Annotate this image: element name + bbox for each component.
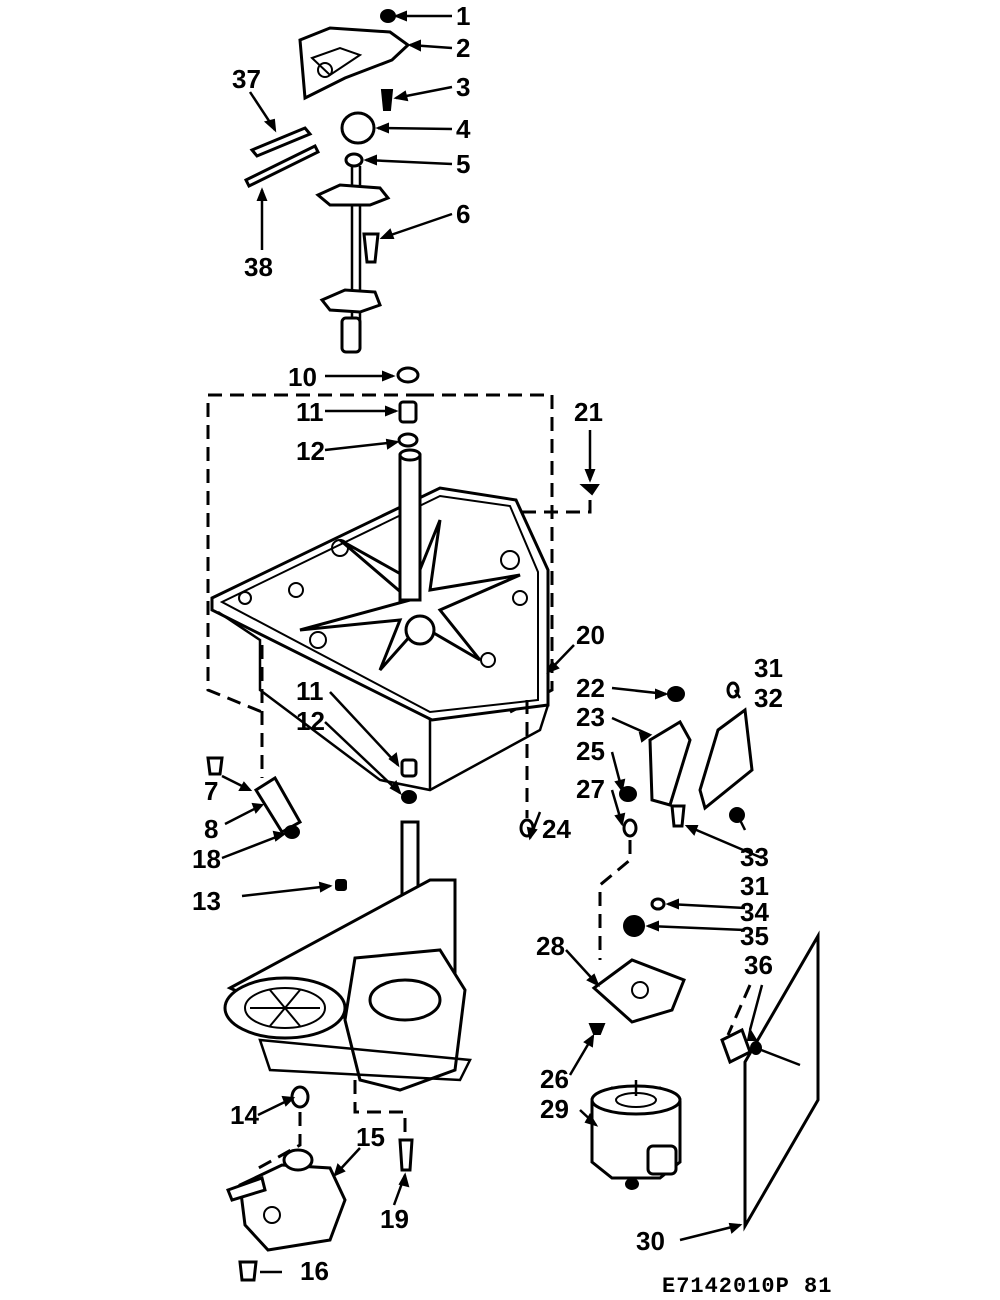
label-33: 33 bbox=[740, 842, 769, 872]
transmission-assembly bbox=[223, 820, 472, 1282]
part-28-motor-plate bbox=[591, 958, 686, 1024]
part-16-screw bbox=[238, 1260, 258, 1282]
label-14: 14 bbox=[230, 1100, 259, 1130]
label-30: 30 bbox=[636, 1226, 665, 1256]
label-3: 3 bbox=[456, 72, 470, 102]
label-21: 21 bbox=[574, 397, 603, 427]
label-18: 18 bbox=[192, 844, 221, 874]
part-5-bushing bbox=[344, 152, 364, 168]
label-38: 38 bbox=[244, 252, 273, 282]
label-12-bottom: 12 bbox=[296, 706, 325, 736]
part-12-washer-top bbox=[397, 432, 419, 448]
part-14-fitting bbox=[290, 1085, 310, 1109]
label-15: 15 bbox=[356, 1122, 385, 1152]
part-34-nut bbox=[650, 897, 666, 911]
part-31-screw bbox=[670, 804, 686, 828]
part-26-nut bbox=[588, 1023, 606, 1035]
arrowheads bbox=[238, 10, 758, 1234]
top-bracket-assembly bbox=[243, 9, 411, 354]
label-10: 10 bbox=[288, 362, 317, 392]
label-19: 19 bbox=[380, 1204, 409, 1234]
label-23: 23 bbox=[576, 702, 605, 732]
label-1: 1 bbox=[456, 1, 470, 31]
part-38-rod bbox=[243, 143, 321, 189]
label-27: 27 bbox=[576, 774, 605, 804]
label-13: 13 bbox=[192, 886, 221, 916]
part-22-nut bbox=[667, 686, 685, 702]
part-37-rod bbox=[249, 126, 313, 158]
label-31-top: 31 bbox=[754, 653, 783, 683]
part-3-screw bbox=[380, 89, 394, 111]
label-16: 16 bbox=[300, 1256, 329, 1286]
label-12-top: 12 bbox=[296, 436, 325, 466]
part-4-ring bbox=[340, 111, 376, 145]
label-7: 7 bbox=[204, 776, 218, 806]
label-5: 5 bbox=[456, 149, 470, 179]
part-7-bolt bbox=[206, 756, 224, 776]
part-6-screw bbox=[362, 232, 380, 264]
part-35-bushing bbox=[623, 915, 645, 937]
part-36-clip bbox=[720, 1027, 752, 1065]
part-11-bearing-top bbox=[398, 400, 418, 424]
label-31-bottom: 31 bbox=[740, 871, 769, 901]
part-31-screw-top bbox=[726, 681, 740, 699]
part-8-arm bbox=[253, 775, 303, 835]
base-plate-assembly bbox=[206, 366, 600, 839]
group-bracket-20 bbox=[206, 393, 420, 714]
part-30-shield bbox=[743, 930, 820, 1232]
part-11-bearing-bottom bbox=[400, 758, 418, 778]
part-12-washer-bottom bbox=[401, 790, 417, 804]
label-29: 29 bbox=[540, 1094, 569, 1124]
label-20: 20 bbox=[576, 620, 605, 650]
part-18-washer bbox=[284, 825, 300, 839]
label-36: 36 bbox=[744, 950, 773, 980]
drawing-code: E7142010P 81 bbox=[662, 1274, 832, 1299]
part-10-nut bbox=[396, 366, 420, 384]
part-13-pin bbox=[335, 879, 347, 891]
part-23-bracket bbox=[648, 719, 692, 807]
part-labels: 1 2 3 4 5 6 37 38 10 11 12 21 20 11 12 7… bbox=[192, 1, 832, 1299]
label-22: 22 bbox=[576, 673, 605, 703]
label-6: 6 bbox=[456, 199, 470, 229]
label-4: 4 bbox=[456, 114, 471, 144]
part-1-nut bbox=[380, 9, 396, 23]
part-27-washer bbox=[622, 818, 638, 838]
label-2: 2 bbox=[456, 33, 470, 63]
label-26: 26 bbox=[540, 1064, 569, 1094]
motor-assembly bbox=[588, 681, 820, 1232]
part-20-base-plate bbox=[210, 486, 550, 722]
part-19-bolt bbox=[398, 1138, 414, 1172]
part-29-motor bbox=[590, 1080, 682, 1190]
label-35: 35 bbox=[740, 921, 769, 951]
label-32: 32 bbox=[754, 683, 783, 713]
label-34: 34 bbox=[740, 897, 769, 927]
label-25: 25 bbox=[576, 736, 605, 766]
label-37: 37 bbox=[232, 64, 261, 94]
part-15-pump bbox=[238, 1163, 347, 1252]
label-28: 28 bbox=[536, 931, 565, 961]
label-24: 24 bbox=[542, 814, 571, 844]
part-2-bracket bbox=[298, 26, 411, 101]
label-11-bottom: 11 bbox=[296, 676, 324, 706]
part-25-nut bbox=[619, 786, 637, 802]
part-21-clip bbox=[579, 484, 600, 496]
label-11-top: 11 bbox=[296, 397, 324, 427]
label-8: 8 bbox=[204, 814, 218, 844]
part-32-bracket bbox=[698, 707, 754, 811]
part-33-nut bbox=[729, 807, 745, 823]
